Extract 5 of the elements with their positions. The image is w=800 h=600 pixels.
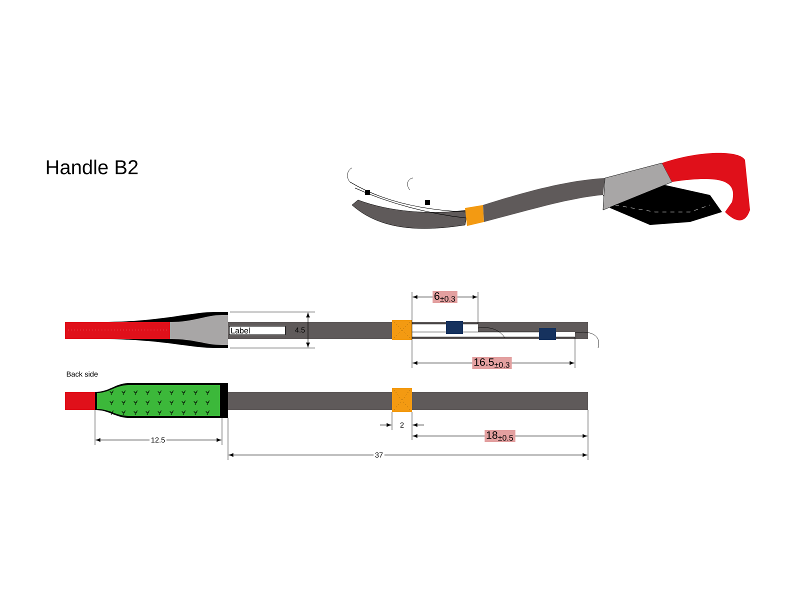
label-tag: Label	[229, 326, 286, 336]
dimension-label: 16.5$_{±0.3}$	[472, 356, 512, 370]
dimension-label: 6$_{±0.3}$	[432, 290, 458, 304]
dimension-label: 18$_{±0.5}$	[484, 430, 516, 442]
title: Handle B2	[46, 160, 138, 174]
